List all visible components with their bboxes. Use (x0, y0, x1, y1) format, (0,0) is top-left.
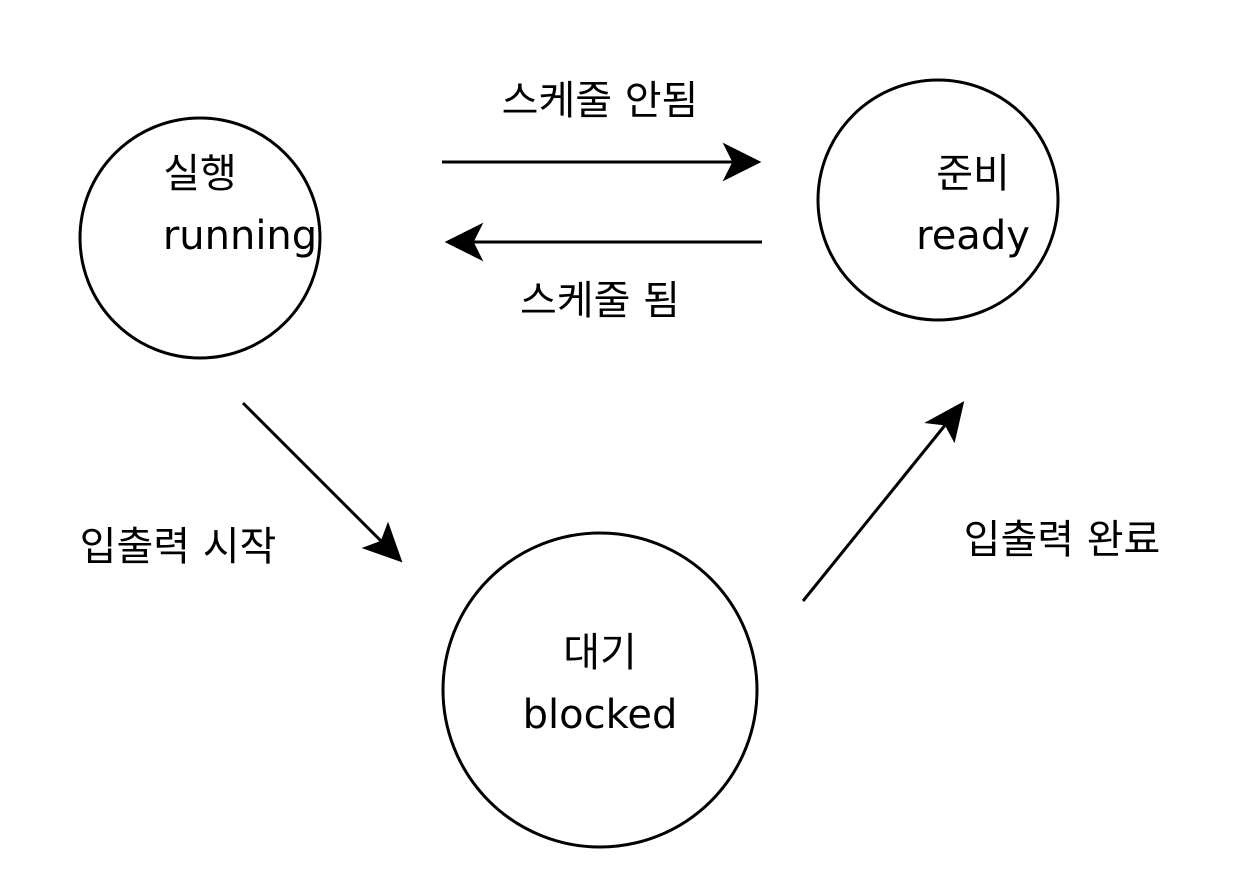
transition-label: 스케줄 됨 (520, 278, 680, 324)
transition-blocked-to-ready: 입출력 완료 (801, 401, 1161, 602)
arrow-head-icon (924, 401, 965, 444)
state-blocked-circle (441, 531, 759, 849)
arrow-head-icon (722, 142, 762, 182)
state-running: 실행 running (78, 116, 322, 360)
state-blocked: 대기 blocked (441, 531, 759, 849)
edge-line (801, 423, 948, 602)
transition-label: 입출력 완료 (964, 517, 1161, 563)
state-running-label-en: running (163, 213, 317, 259)
state-ready-label-en: ready (916, 213, 1030, 259)
arrow-head-icon (444, 222, 484, 262)
state-running-circle (78, 116, 322, 360)
transition-running-to-blocked: 입출력 시작 (80, 401, 403, 570)
state-running-label-ko: 실행 (163, 151, 237, 197)
transition-label: 입출력 시작 (80, 524, 277, 570)
transition-ready-to-running: 스케줄 됨 (444, 222, 762, 324)
transition-label: 스케줄 안됨 (502, 78, 699, 124)
arrow-head-icon (361, 521, 403, 563)
state-blocked-label-ko: 대기 (563, 630, 637, 676)
state-blocked-label-en: blocked (523, 692, 678, 738)
state-ready-label-ko: 준비 (936, 151, 1010, 197)
state-ready: 준비 ready (816, 78, 1060, 322)
transition-running-to-ready: 스케줄 안됨 (442, 78, 762, 182)
edge-line (241, 401, 384, 544)
state-ready-circle (816, 78, 1060, 322)
